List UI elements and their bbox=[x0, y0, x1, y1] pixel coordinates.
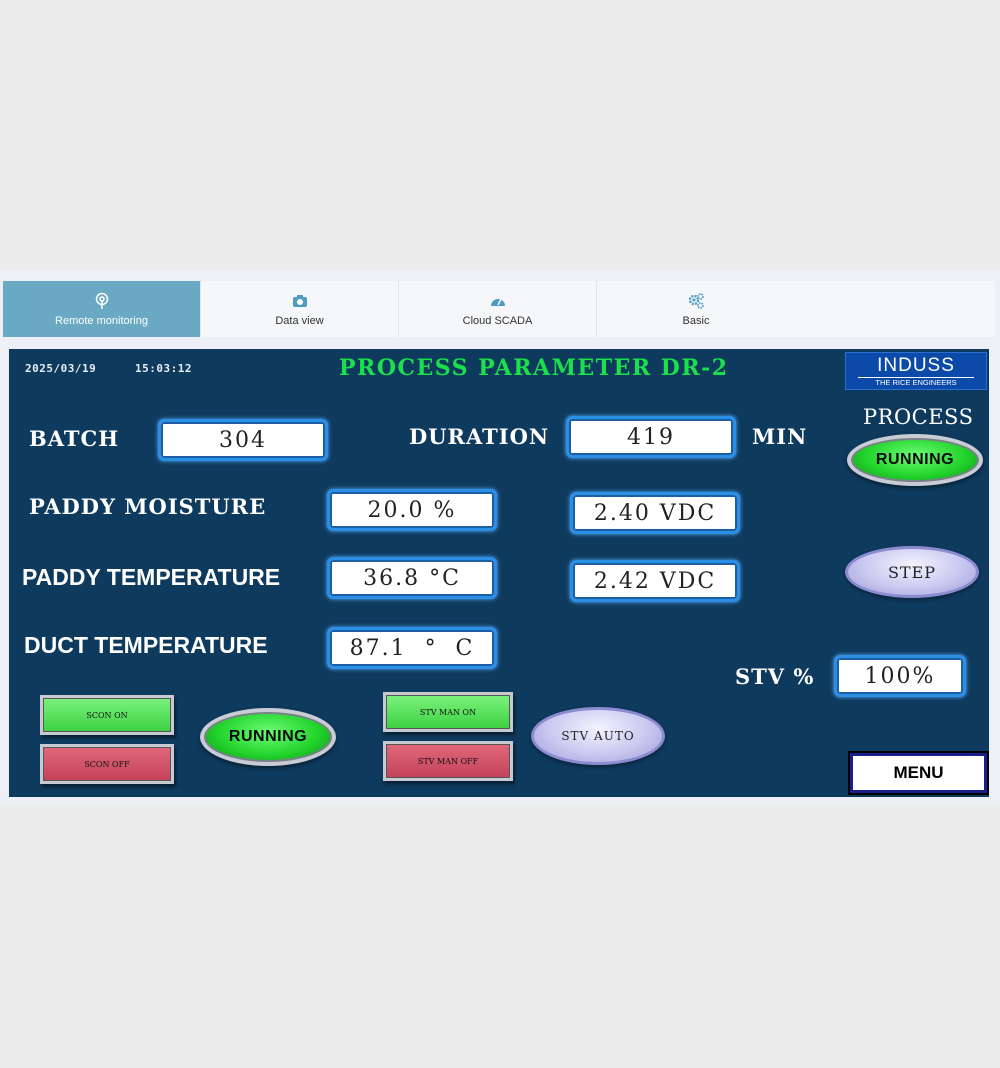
remote-monitoring-frame: Remote monitoring Data view Cloud SCADA … bbox=[0, 270, 1000, 805]
remote-monitoring-icon bbox=[93, 292, 111, 310]
scon-off-button[interactable]: SCON OFF bbox=[40, 744, 174, 784]
time-readout: 15:03:12 bbox=[135, 362, 192, 375]
tab-label: Data view bbox=[275, 314, 324, 327]
paddy-temperature-field[interactable]: 36.8 °C bbox=[327, 557, 497, 599]
duct-temperature-field[interactable]: 87.1 ° C bbox=[327, 627, 497, 669]
stv-man-off-button[interactable]: STV MAN OFF bbox=[383, 741, 513, 781]
duration-field[interactable]: 419 bbox=[566, 416, 736, 458]
batch-field[interactable]: 304 bbox=[158, 419, 328, 461]
paddy-moisture-label: PADDY MOISTURE bbox=[29, 494, 267, 519]
tab-bar: Remote monitoring Data view Cloud SCADA … bbox=[3, 281, 995, 337]
hmi-screen: 2025/03/19 15:03:12 PROCESS PARAMETER DR… bbox=[9, 349, 989, 797]
date-readout: 2025/03/19 bbox=[25, 362, 97, 375]
tab-remote-monitoring[interactable]: Remote monitoring bbox=[3, 281, 201, 337]
menu-button[interactable]: MENU bbox=[850, 753, 987, 793]
paddy-temperature-label: PADDY TEMPERATURE bbox=[22, 564, 281, 590]
stv-man-on-button[interactable]: STV MAN ON bbox=[383, 692, 513, 732]
paddy-temperature-vdc-field[interactable]: 2.42 VDC bbox=[570, 560, 740, 602]
dashboard-icon bbox=[489, 292, 507, 310]
induss-logo: INDUSS THE RICE ENGINEERS bbox=[845, 352, 987, 390]
camera-icon bbox=[291, 292, 309, 310]
duct-temperature-label: DUCT TEMPERATURE bbox=[24, 632, 268, 658]
tab-cloud-scada[interactable]: Cloud SCADA bbox=[399, 281, 597, 337]
process-running-indicator[interactable]: RUNNING bbox=[847, 434, 983, 486]
tab-data-view[interactable]: Data view bbox=[201, 281, 399, 337]
paddy-moisture-vdc-field[interactable]: 2.40 VDC bbox=[570, 492, 740, 534]
tab-label: Basic bbox=[682, 314, 710, 327]
tab-label: Remote monitoring bbox=[55, 314, 148, 327]
stv-auto-button[interactable]: STV AUTO bbox=[531, 707, 665, 765]
scon-running-indicator[interactable]: RUNNING bbox=[200, 708, 336, 766]
paddy-moisture-field[interactable]: 20.0 % bbox=[327, 489, 497, 531]
process-label: PROCESS bbox=[863, 405, 974, 429]
batch-label: BATCH bbox=[29, 426, 120, 451]
tab-label: Cloud SCADA bbox=[462, 314, 533, 327]
stv-percent-field[interactable]: 100% bbox=[834, 655, 966, 697]
duration-unit: MIN bbox=[752, 424, 808, 449]
stv-percent-label: STV % bbox=[735, 664, 815, 689]
page-title: PROCESS PARAMETER DR-2 bbox=[339, 355, 729, 381]
step-button[interactable]: STEP bbox=[845, 546, 979, 598]
duration-label: DURATION bbox=[409, 424, 550, 449]
scon-on-button[interactable]: SCON ON bbox=[40, 695, 174, 735]
tab-basic[interactable]: Basic bbox=[597, 281, 795, 337]
gears-icon bbox=[687, 292, 705, 310]
